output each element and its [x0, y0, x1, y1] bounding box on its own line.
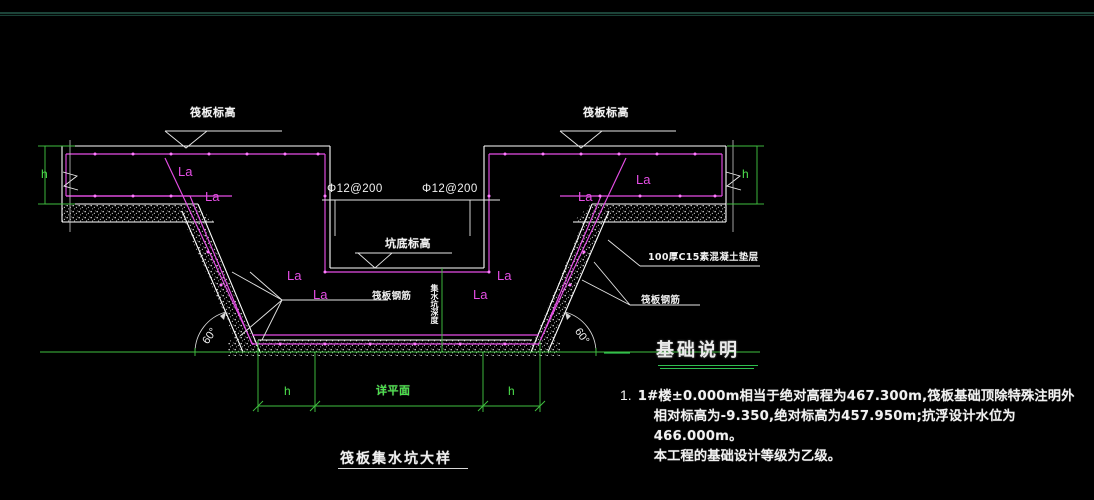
label-la-3: La [287, 268, 302, 283]
dim-left-height: h [41, 167, 48, 181]
raft-concrete-outline [61, 145, 727, 353]
leader-lines [62, 130, 760, 341]
dim-bottom-center: 详平面 [376, 384, 411, 397]
label-la-5: La [497, 268, 512, 283]
label-la-1: La [178, 164, 193, 179]
note-number: 1. [620, 387, 632, 403]
label-raft-elevation-right: 筏板标高 [583, 106, 629, 119]
dim-bottom-left: h [284, 384, 291, 398]
foundation-notes-block: 基础说明 1. 1#楼±0.000m相当于绝对高程为467.300m,筏板基础顶… [620, 336, 1090, 467]
note-line-2: 相对标高为-9.350,绝对标高为457.950m;抗浮设计水位为466.000… [653, 409, 1016, 445]
label-la-2: La [205, 189, 220, 204]
dimension-lines [38, 145, 764, 412]
label-la-6: La [473, 287, 488, 302]
label-cushion-layer: 100厚C15素混凝土垫层 [648, 252, 759, 263]
drawing-title: 筏板集水坑大样 [340, 451, 452, 467]
label-raft-rebar-left: 筏板钢筋 [372, 291, 412, 302]
angle-arrowheads [220, 312, 571, 320]
label-pit-bottom-elevation: 坑底标高 [385, 237, 431, 250]
note-body: 1#楼±0.000m相当于绝对高程为467.300m,筏板基础顶除特殊注明外 相… [638, 387, 1090, 467]
label-pit-depth-vertical: 集水坑深度 [430, 284, 439, 324]
notes-heading-underline-2 [660, 368, 754, 369]
note-line-3: 本工程的基础设计等级为乙级。 [653, 449, 842, 465]
drawing-title-underline [338, 468, 468, 469]
label-rebar-spec-right: Φ12@200 [422, 183, 478, 195]
notes-heading-underline [658, 365, 758, 366]
note-line-1: 1#楼±0.000m相当于绝对高程为467.300m,筏板基础顶除特殊注明外 [637, 389, 1075, 404]
dim-right-height: h [742, 167, 749, 181]
label-la-4: La [313, 287, 328, 302]
label-rebar-spec-left: Φ12@200 [327, 183, 383, 195]
label-la-8: La [636, 172, 651, 187]
rebar-node-dots [93, 152, 717, 346]
note-item: 1. 1#楼±0.000m相当于绝对高程为467.300m,筏板基础顶除特殊注明… [620, 387, 1090, 467]
concrete-cushion-layer [62, 205, 726, 356]
label-raft-rebar-right: 筏板钢筋 [641, 295, 681, 306]
notes-heading: 基础说明 [656, 340, 740, 361]
label-raft-elevation-left: 筏板标高 [190, 106, 236, 119]
label-la-7: La [578, 189, 593, 204]
top-border-line [0, 12, 1094, 16]
dim-bottom-right: h [508, 384, 515, 398]
